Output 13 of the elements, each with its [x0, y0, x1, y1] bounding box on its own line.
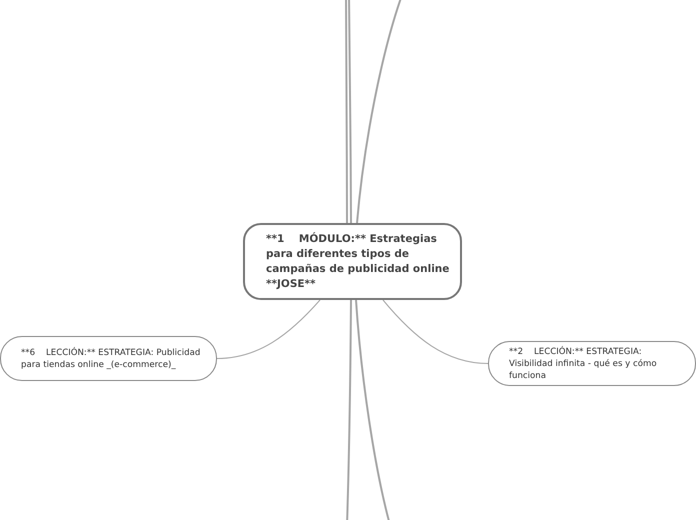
node-text: **1 MÓDULO:** Estrategias para diferentes tipos de campañas de publicidad online **JOSE** [266, 232, 450, 292]
connector-line [382, 300, 488, 364]
connector-line [216, 300, 320, 359]
node-text: **6 LECCIÓN:** ESTRATEGIA: Publicidad para tiendas online _(e-commerce)_ [21, 346, 202, 370]
connector-line [346, 300, 352, 520]
connector-line [345, 0, 348, 223]
node-text: **2 LECCIÓN:** ESTRATEGIA: Visibilidad infinita - qué es y cómo funciona [509, 346, 658, 382]
subtopic-box [0, 336, 217, 381]
subtopic-box [488, 341, 696, 386]
connector-line [348, 0, 352, 223]
connector-line [355, 300, 391, 520]
topic-box [243, 223, 462, 300]
connector-line [356, 0, 403, 224]
